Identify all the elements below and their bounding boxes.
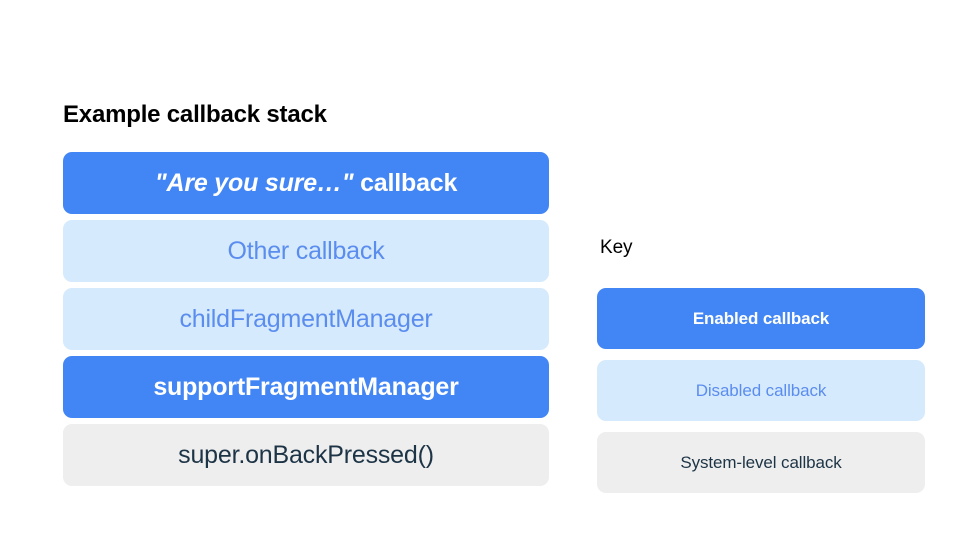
stack-item-label: childFragmentManager bbox=[179, 305, 433, 333]
key-item-label: Enabled callback bbox=[692, 308, 830, 328]
page-title: Example callback stack bbox=[63, 101, 327, 128]
stack-item-label: "Are you sure…" callback bbox=[154, 168, 458, 198]
key-title: Key bbox=[600, 237, 633, 258]
stack-item-are-you-sure: "Are you sure…" callback bbox=[63, 152, 549, 214]
stack-item-other-callback: Other callback bbox=[63, 220, 549, 282]
stack-item-label: supportFragmentManager bbox=[153, 373, 459, 401]
key-item-disabled-callback: Disabled callback bbox=[597, 360, 925, 421]
stack-item-label-quoted: "Are you sure…" bbox=[154, 169, 354, 197]
stack-item-super-onbackpressed: super.onBackPressed() bbox=[63, 424, 549, 486]
stack-item-label: super.onBackPressed() bbox=[178, 441, 434, 469]
key-list: Enabled callback Disabled callback Syste… bbox=[597, 288, 925, 493]
stack-item-label-trailing: callback bbox=[353, 169, 458, 197]
key-item-label: System-level callback bbox=[680, 452, 842, 472]
callback-stack-list: "Are you sure…" callback Other callback … bbox=[63, 152, 549, 486]
key-item-enabled-callback: Enabled callback bbox=[597, 288, 925, 349]
key-panel: Key Enabled callback Disabled callback S… bbox=[597, 236, 925, 493]
stack-item-supportfragmentmanager: supportFragmentManager bbox=[63, 356, 549, 418]
callback-stack-panel: Example callback stack "Are you sure…" c… bbox=[63, 100, 549, 486]
key-item-label: Disabled callback bbox=[695, 380, 827, 400]
key-item-system-level-callback: System-level callback bbox=[597, 432, 925, 493]
stack-item-childfragmentmanager: childFragmentManager bbox=[63, 288, 549, 350]
stack-item-label: Other callback bbox=[227, 237, 385, 265]
